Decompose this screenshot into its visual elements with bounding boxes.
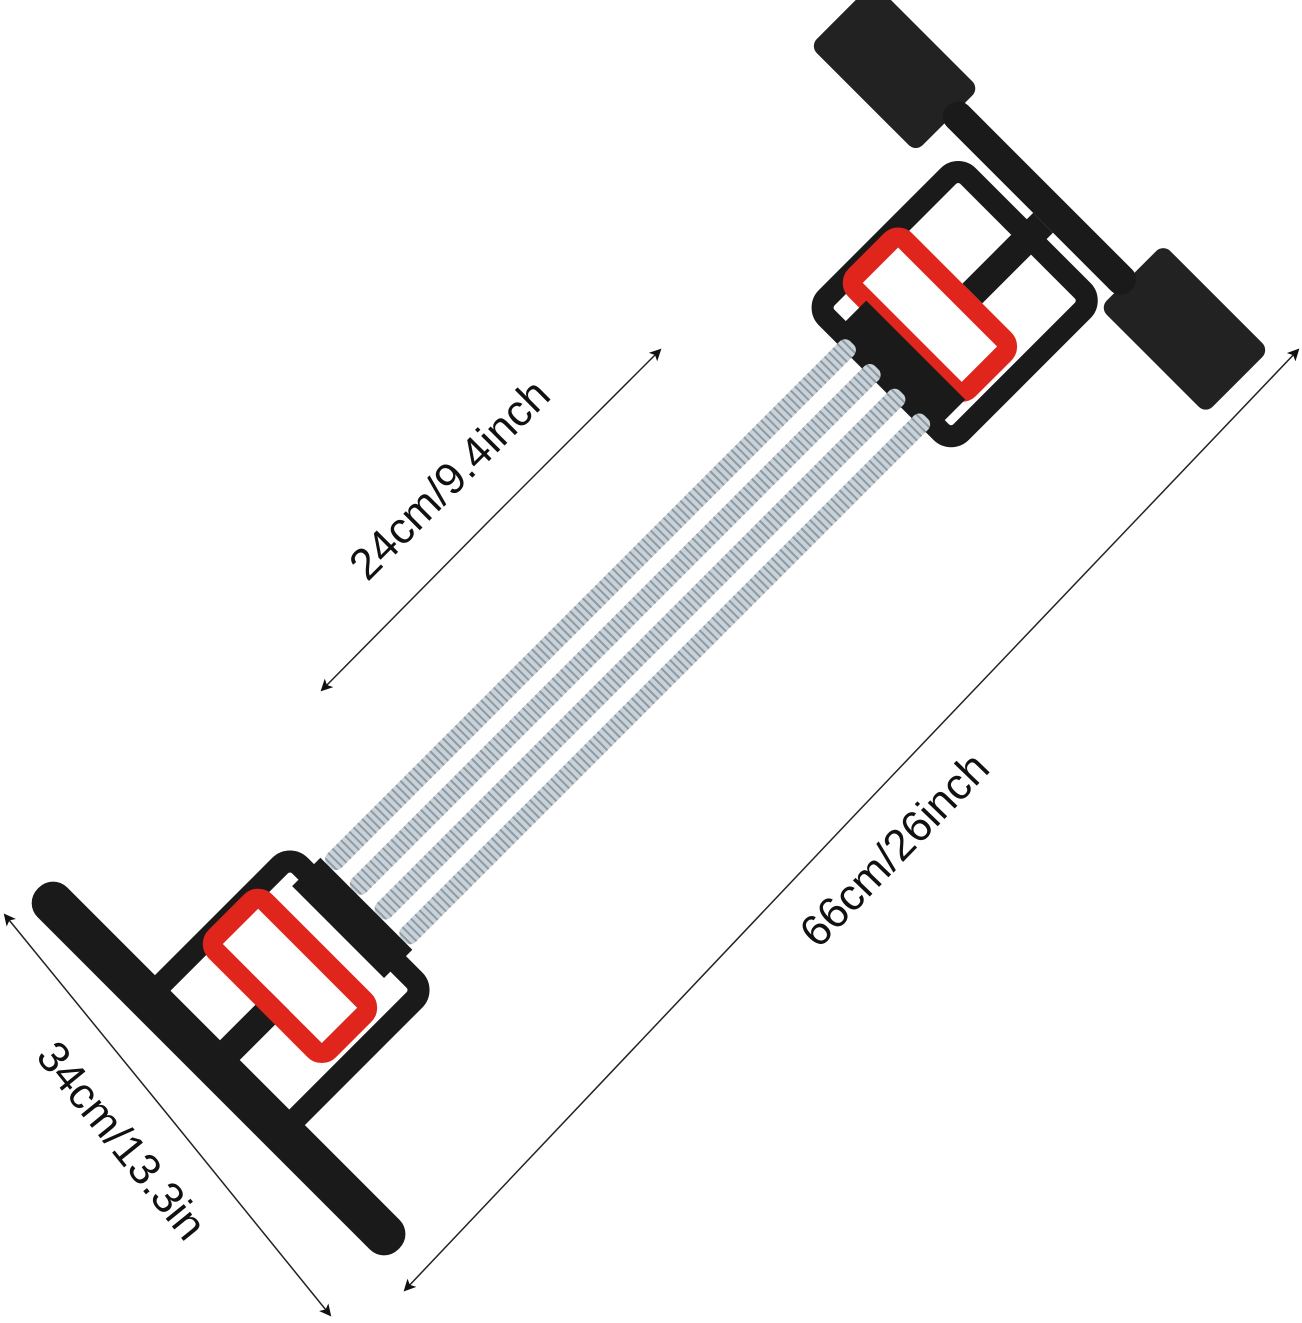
right-foot-pad-top: [813, 0, 976, 148]
chest-expander: [31, 0, 1266, 1256]
spring-length-label: 24cm/9.4inch: [340, 370, 560, 590]
spring-length-arrow: [489, 348, 662, 521]
left-red-handle: [202, 888, 378, 1064]
right-foot-pad-bottom: [1103, 248, 1266, 410]
springs: [292, 300, 966, 978]
left-frame: [143, 850, 430, 1137]
handle-width-arrow: [3, 913, 169, 1116]
total-length-arrow: [849, 348, 1300, 821]
